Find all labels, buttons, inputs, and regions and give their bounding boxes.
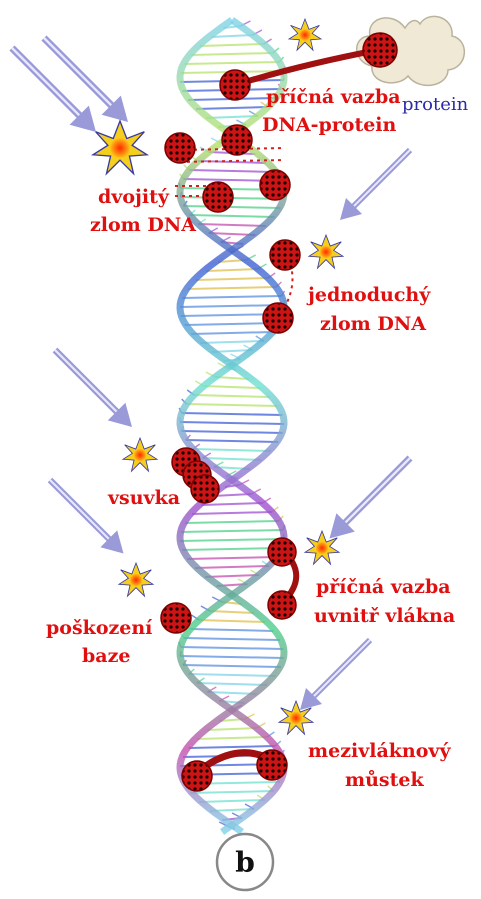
base-pair-rung [191,53,273,55]
base-pair-rung [180,539,284,541]
base-pair-rung [195,566,269,568]
lesion-ball-icon [203,182,233,212]
intrastrand-label-line2: uvnitř vlákna [314,605,455,627]
base-pair-rung [187,404,278,406]
base-pair-rung [186,440,278,442]
lesion-ball-icon [191,475,219,503]
lesion-ball-icon [222,125,252,155]
double-break-label-line2: zlom DNA [90,214,196,236]
base-pair-rung [190,629,273,631]
protein-label: protein [402,94,469,115]
impact-star-icon [309,235,343,268]
base-pair-rung [210,611,254,613]
panel-letter: b [217,834,273,890]
lesion-ball-icon [270,240,300,270]
impact-star-icon [289,19,321,50]
base-pair-rung [197,737,267,739]
base-pair-rung [191,332,273,334]
base-pair-rung [181,431,282,433]
panel-letter-text: b [235,846,255,879]
base-pair-rung [190,170,275,172]
base-pair-rung [185,521,279,523]
single-break-label-line1: jednoduchý [306,284,431,306]
base-damage-label-line1: poškození [46,617,153,639]
lesion-ball-icon [268,591,296,619]
base-pair-rung [206,269,258,271]
base-pair-rung [199,620,265,622]
radiation-arrow-icon [300,640,370,710]
base-pair-rung [199,800,265,802]
base-pair-rung [182,548,282,550]
base-pair-rung [207,728,256,730]
base-pair-rung [180,656,284,658]
lesion-ball-icon [165,133,195,163]
base-pair-rung [203,458,262,460]
base-pair-rung [181,530,283,532]
impact-star-icon [93,121,147,174]
crosslink-protein-label-line2: DNA-protein [262,114,397,136]
lesion-ball-icon [263,303,293,333]
base-pair-rung [189,674,276,676]
radiation-arrow-icon [12,48,96,132]
lesion-ball-icon [260,170,290,200]
base-pair-rung [189,746,276,748]
base-pair-rung [181,647,284,649]
insertion-label: vsuvka [107,487,180,509]
lesion-ball-icon [182,761,212,791]
base-pair-rung [184,638,280,640]
base-pair-rung [184,206,281,208]
base-pair-rung [193,449,271,451]
lesion-ball-icon [257,750,287,780]
base-pair-rung [196,278,268,280]
base-pair-rung [183,665,281,667]
base-pair-rung [182,413,283,415]
lesion-ball-icon [161,603,191,633]
base-pair-rung [188,287,276,289]
lesion-ball-icon [363,33,397,67]
base-pair-rung [192,512,272,514]
base-pair-rung [198,224,266,226]
intrastrand-label-line1: příčná vazba [316,576,451,598]
base-pair-rung [196,107,268,109]
double-break-label-line1: dvojitý [98,186,170,208]
base-pair-rung [183,296,282,298]
base-pair-rung [187,557,277,559]
lesion-ball-icon [220,70,250,100]
base-pair-rung [211,35,252,37]
base-pair-rung [194,395,270,397]
interstrand-label-line1: mezivláknový [308,740,451,762]
base-pair-rung [200,44,263,46]
lesion-ball-icon [268,538,296,566]
radiation-arrow-icon [330,458,411,539]
base-pair-rung [185,62,280,64]
radiation-arrow-icon [340,150,410,220]
base-pair-rung [200,341,263,343]
radiation-arrow-icon [55,350,132,427]
impact-star-icon [119,563,153,596]
base-pair-rung [205,575,259,577]
base-damage-label-line2: baze [82,645,130,667]
base-pair-rung [204,386,260,388]
base-pair-rung [197,683,267,685]
interstrand-label-line2: můstek [345,769,424,791]
impact-star-icon [123,438,157,471]
base-pair-rung [190,791,273,793]
single-break-label-line2: zlom DNA [320,313,426,335]
crosslink-protein-label-line1: příčná vazba [266,86,401,108]
base-pair-rung [190,215,275,217]
base-pair-rung [180,422,284,424]
base-pair-rung [201,503,262,505]
